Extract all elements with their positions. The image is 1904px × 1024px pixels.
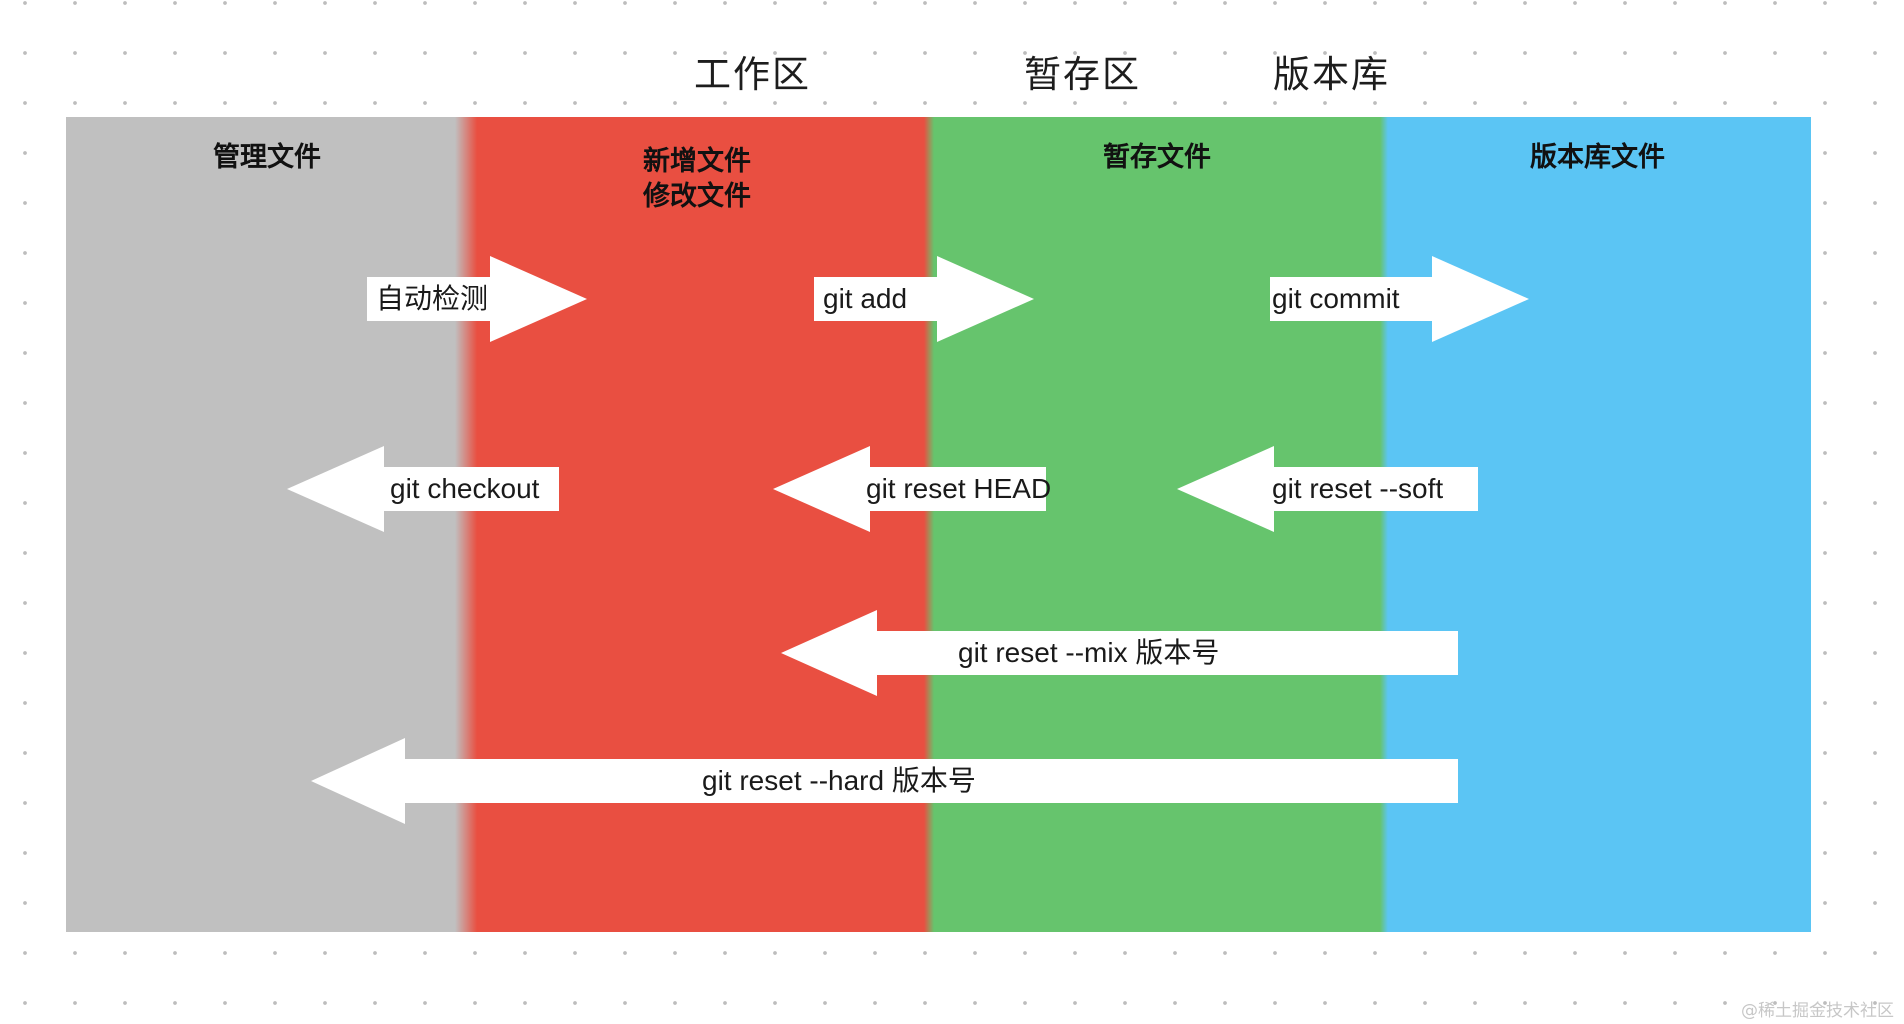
- zone-changed-files-label-line1: 新增文件: [643, 146, 751, 177]
- heading-staging: 暂存区: [1024, 53, 1141, 96]
- arrow-git-reset-head-icon: [773, 446, 870, 532]
- label-git-checkout: git checkout: [382, 467, 559, 511]
- zone-changed-files-label-line2: 修改文件: [643, 181, 751, 212]
- label-git-commit: git commit: [1270, 277, 1436, 321]
- zone-boundary-red-green: [924, 117, 934, 932]
- zone-staged-files-label: 暂存文件: [1103, 142, 1211, 173]
- arrow-git-reset-mix-icon: [781, 610, 1458, 696]
- zone-boundary-green-blue: [1380, 117, 1388, 932]
- arrow-git-reset-soft-icon: [1177, 446, 1274, 532]
- label-git-reset-soft: git reset --soft: [1270, 467, 1478, 511]
- arrow-git-add-icon: [937, 256, 1034, 342]
- zone-repository-files-label: 版本库文件: [1530, 142, 1665, 173]
- watermark: @稀土掘金技术社区: [1741, 1001, 1894, 1021]
- label-git-reset-head: git reset HEAD: [866, 467, 1051, 511]
- label-auto-detect: 自动检测: [367, 277, 494, 321]
- zone-managed-files: 管理文件: [66, 117, 468, 932]
- zone-managed-files-label: 管理文件: [213, 142, 321, 173]
- heading-workspace: 工作区: [694, 53, 811, 96]
- label-git-add: git add: [814, 277, 940, 321]
- label-git-reset-hard: git reset --hard 版本号: [702, 765, 976, 796]
- heading-repository: 版本库: [1273, 53, 1390, 96]
- arrow-git-commit-icon: [1432, 256, 1529, 342]
- arrow-git-reset-hard-icon: [311, 738, 1458, 824]
- arrow-git-checkout-icon: [287, 446, 384, 532]
- label-git-reset-mix: git reset --mix 版本号: [958, 637, 1220, 668]
- arrow-auto-detect-icon: [490, 256, 587, 342]
